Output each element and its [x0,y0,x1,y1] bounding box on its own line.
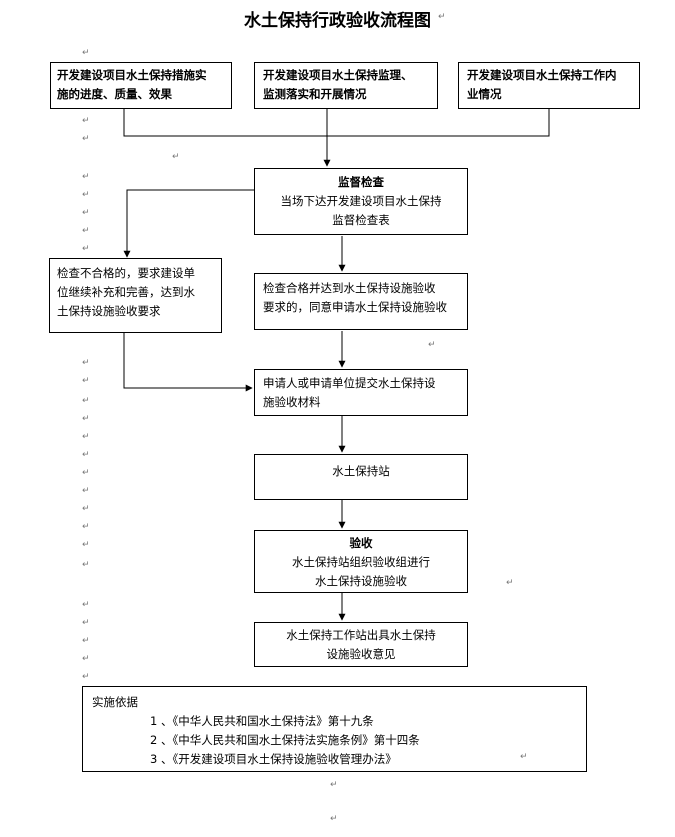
box-supervision-inspection: 监督检查 当场下达开发建设项目水土保持 监督检查表 [254,168,468,235]
box-submit-materials: 申请人或申请单位提交水土保持设 施验收材料 [254,369,468,416]
basis-title: 实施依据 [92,695,138,709]
box-line: 检查合格并达到水土保持设施验收 [263,281,436,295]
box-line: 开发建设项目水土保持监理、 [263,68,413,82]
box-line: 施验收材料 [263,395,321,409]
paragraph-mark: ↵ [520,752,528,762]
paragraph-mark: ↵ [82,208,90,218]
box-implementation-basis: 实施依据 1 、《中华人民共和国水土保持法》第十九条 2 、《中华人民共和国水土… [82,686,587,772]
box-line: 业情况 [467,87,502,101]
box-inspection-unqualified: 检查不合格的，要求建设单 位继续补充和完善，达到水 土保持设施验收要求 [49,258,222,333]
paragraph-mark: ↵ [82,504,90,514]
arrow-to-unqualified [123,189,254,258]
paragraph-mark: ↵ [438,12,446,22]
box-supervision-monitoring: 开发建设项目水土保持监理、 监测落实和开展情况 [254,62,438,109]
box-line: 水土保持设施验收 [315,574,407,588]
box-line: 申请人或申请单位提交水土保持设 [263,376,436,390]
paragraph-mark: ↵ [82,618,90,628]
paragraph-mark: ↵ [172,152,180,162]
box-heading: 验收 [349,536,373,550]
paragraph-mark: ↵ [82,600,90,610]
paragraph-mark: ↵ [82,396,90,406]
paragraph-mark: ↵ [330,780,338,790]
box-construction-progress: 开发建设项目水土保持措施实 施的进度、质量、效果 [50,62,232,109]
paragraph-mark: ↵ [506,578,514,588]
box-line: 开发建设项目水土保持工作内 [467,68,617,82]
paragraph-mark: ↵ [82,358,90,368]
box-acceptance-opinion: 水土保持工作站出具水土保持 设施验收意见 [254,622,468,667]
basis-item: 3 、《开发建设项目水土保持设施验收管理办法》 [150,752,397,766]
box-line: 水土保持工作站出具水土保持 [286,628,436,642]
page-title: 水土保持行政验收流程图 [244,11,431,31]
box-line: 水土保持站 [332,464,390,478]
box-line: 检查不合格的，要求建设单 [57,266,195,280]
box-line: 施的进度、质量、效果 [57,87,172,101]
paragraph-mark: ↵ [82,414,90,424]
paragraph-mark: ↵ [82,226,90,236]
paragraph-mark: ↵ [82,672,90,682]
box-inspection-qualified: 检查合格并达到水土保持设施验收 要求的，同意申请水土保持设施验收 [254,273,468,330]
paragraph-mark: ↵ [82,654,90,664]
paragraph-mark: ↵ [82,134,90,144]
connector-progress [123,109,550,137]
paragraph-mark: ↵ [82,172,90,182]
paragraph-mark: ↵ [82,486,90,496]
box-line: 当场下达开发建设项目水土保持 [280,194,442,208]
paragraph-mark: ↵ [82,48,90,58]
paragraph-mark: ↵ [82,432,90,442]
box-line: 监督检查表 [332,213,390,227]
paragraph-mark: ↵ [82,468,90,478]
arrow-unqualified-to-submit [123,333,253,392]
paragraph-mark: ↵ [428,340,436,350]
box-line: 开发建设项目水土保持措施实 [57,68,207,82]
paragraph-mark: ↵ [82,450,90,460]
paragraph-mark: ↵ [82,540,90,550]
paragraph-mark: ↵ [82,116,90,126]
box-line: 要求的，同意申请水土保持设施验收 [263,300,447,314]
box-soil-conservation-station: 水土保持站 [254,454,468,500]
paragraph-mark: ↵ [82,244,90,254]
basis-item: 1 、《中华人民共和国水土保持法》第十九条 [150,714,374,728]
paragraph-mark: ↵ [82,522,90,532]
paragraph-mark: ↵ [330,814,338,824]
paragraph-mark: ↵ [82,560,90,570]
box-line: 设施验收意见 [326,647,396,661]
box-line: 监测落实和开展情况 [263,87,367,101]
box-work-status: 开发建设项目水土保持工作内 业情况 [458,62,640,109]
paragraph-mark: ↵ [82,636,90,646]
box-line: 水土保持站组织验收组进行 [292,555,430,569]
basis-item: 2 、《中华人民共和国水土保持法实施条例》第十四条 [150,733,420,747]
paragraph-mark: ↵ [82,190,90,200]
box-line: 位继续补充和完善，达到水 [57,285,195,299]
box-heading: 监督检查 [338,175,384,189]
paragraph-mark: ↵ [82,376,90,386]
box-line: 土保持设施验收要求 [57,304,161,318]
box-acceptance: 验收 水土保持站组织验收组进行 水土保持设施验收 [254,530,468,593]
